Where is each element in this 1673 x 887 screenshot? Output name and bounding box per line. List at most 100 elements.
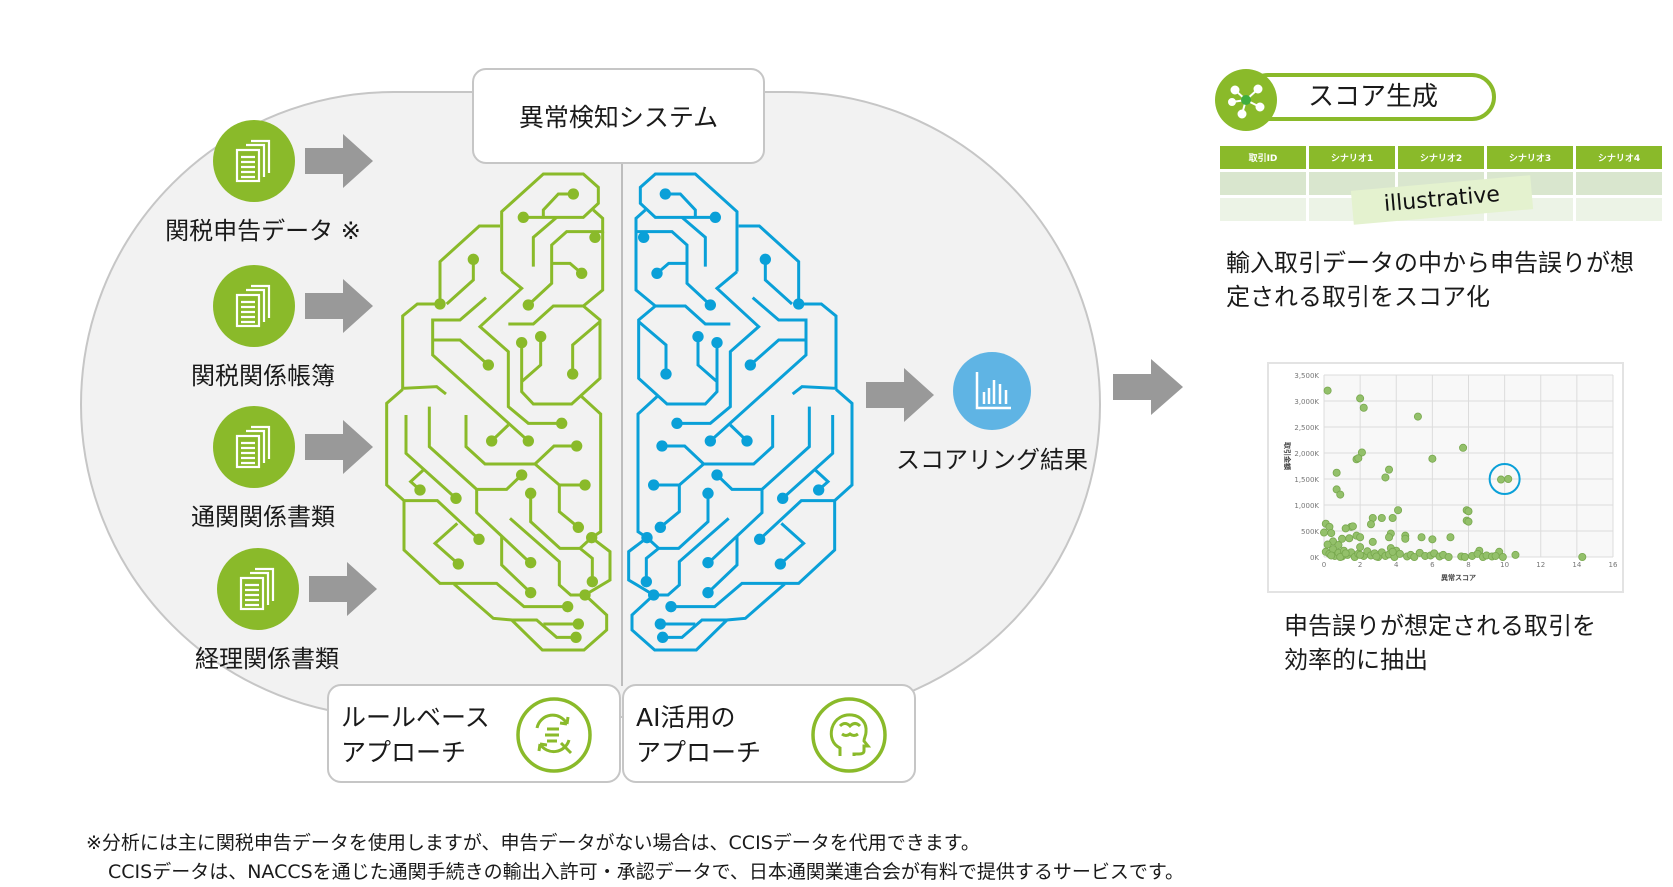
y-tick-label: 0K <box>1310 554 1319 562</box>
arrow-right-icon <box>305 279 373 333</box>
y-tick-label: 2,000K <box>1294 450 1319 458</box>
data-point <box>1460 552 1469 561</box>
data-point <box>1385 533 1394 542</box>
x-tick-label: 2 <box>1358 561 1362 569</box>
document-stack-icon <box>213 406 295 488</box>
rule-based-approach-box: ルールベースアプローチ <box>327 684 621 783</box>
data-point <box>1323 540 1332 549</box>
score-description-line2: 定される取引をスコア化 <box>1226 283 1490 311</box>
document-stack-icon <box>217 548 299 630</box>
y-tick-label: 1,500K <box>1294 476 1319 484</box>
rule-search-cycle-icon <box>516 697 592 773</box>
arrow-right-icon <box>866 368 934 422</box>
source-label: 関税関係帳簿 <box>191 362 335 390</box>
extraction-line2: 効率的に抽出 <box>1284 646 1428 674</box>
data-point <box>1504 475 1513 484</box>
data-point <box>1348 522 1357 531</box>
data-point <box>1336 490 1345 499</box>
x-tick-label: 6 <box>1430 561 1435 569</box>
x-tick-label: 10 <box>1500 561 1509 569</box>
data-point <box>1446 533 1455 542</box>
data-point <box>1410 552 1419 561</box>
system-title: 異常検知システム <box>472 68 765 164</box>
data-point <box>1334 541 1343 550</box>
x-tick-label: 14 <box>1572 561 1581 569</box>
y-tick-label: 3,500K <box>1294 372 1319 380</box>
system-title-text: 異常検知システム <box>518 103 719 132</box>
data-point <box>1368 537 1377 546</box>
scatter-chart: 0 2 4 6 8 10 12 14 16 0K 500K 1,000K 1,500K 2,000K 2,5… <box>1267 362 1624 593</box>
source-label: 通関関係書類 <box>191 503 335 531</box>
arrow-right-icon <box>305 420 373 474</box>
extraction-line1: 申告誤りが想定される取引を <box>1284 612 1596 640</box>
y-tick-label: 1,000K <box>1294 502 1319 510</box>
document-stack-icon <box>213 120 295 202</box>
table-header: シナリオ1 <box>1309 146 1395 169</box>
data-point <box>1385 465 1394 474</box>
arrow-right-icon <box>309 562 377 616</box>
data-point <box>1327 529 1336 538</box>
data-point <box>1388 513 1397 522</box>
arrow-right-icon <box>1113 359 1183 415</box>
divider <box>621 164 623 686</box>
y-axis-label: 取引金額 <box>1283 442 1292 470</box>
footnote-line1: ※分析には主に関税申告データを使用しますが、申告データがない場合は、CCISデー… <box>86 832 980 854</box>
data-point <box>1497 475 1506 484</box>
y-tick-label: 3,000K <box>1294 398 1319 406</box>
data-point <box>1417 533 1426 542</box>
data-point <box>1381 473 1390 482</box>
bar-chart-icon <box>953 352 1031 430</box>
x-axis-label: 異常スコア <box>1441 573 1476 582</box>
data-point <box>1359 403 1368 412</box>
score-description-line1: 輸入取引データの中から申告誤りが想 <box>1226 249 1634 277</box>
data-point <box>1413 412 1422 421</box>
x-tick-label: 16 <box>1609 561 1618 569</box>
data-point <box>1394 506 1403 515</box>
x-tick-label: 12 <box>1536 561 1545 569</box>
table-header: 取引ID <box>1220 146 1306 169</box>
data-point <box>1327 551 1336 560</box>
data-point <box>1357 448 1366 457</box>
network-nodes-icon <box>1215 69 1277 131</box>
table-header: シナリオ2 <box>1398 146 1484 169</box>
rule-approach-line2: アプローチ <box>341 738 467 767</box>
data-point <box>1356 394 1365 403</box>
data-point <box>1366 520 1375 529</box>
data-point <box>1428 454 1437 463</box>
x-tick-label: 4 <box>1394 561 1399 569</box>
circuit-brain-illustration <box>385 172 854 652</box>
source-label: 関税申告データ ※ <box>165 217 361 245</box>
score-generation-title-text: スコア生成 <box>1308 82 1439 112</box>
data-point <box>1491 551 1500 560</box>
rule-approach-line1: ルールベース <box>341 703 490 732</box>
scoring-result-label: スコアリング結果 <box>896 446 1088 474</box>
data-point <box>1372 552 1381 561</box>
score-generation-title: スコア生成 <box>1244 73 1496 121</box>
y-tick-label: 2,500K <box>1294 424 1319 432</box>
data-point <box>1332 468 1341 477</box>
ai-approach-line1: AI活用の <box>636 703 736 732</box>
data-point <box>1444 552 1453 561</box>
ai-brain-half <box>627 172 854 652</box>
data-point <box>1341 549 1350 558</box>
rule-based-brain-half <box>385 172 612 652</box>
data-point <box>1578 552 1587 561</box>
data-point <box>1377 513 1386 522</box>
extraction-description: 申告誤りが想定される取引を 効率的に抽出 <box>1284 609 1596 677</box>
data-point <box>1401 534 1410 543</box>
data-point <box>1356 550 1365 559</box>
data-point <box>1336 552 1345 561</box>
document-stack-icon <box>213 265 295 347</box>
y-tick-label: 500K <box>1301 528 1319 536</box>
score-description: 輸入取引データの中から申告誤りが想 定される取引をスコア化 <box>1226 246 1634 314</box>
data-point <box>1464 517 1473 526</box>
x-tick-label: 0 <box>1322 561 1326 569</box>
x-tick-label: 8 <box>1466 561 1470 569</box>
data-point <box>1511 550 1520 559</box>
footnote-line2: CCISデータは、NACCSを通じた通関手続きの輸出入許可・承認データで、日本通… <box>108 861 1185 883</box>
source-label: 経理関係書類 <box>195 645 339 673</box>
data-point <box>1395 549 1404 558</box>
table-header: シナリオ4 <box>1576 146 1662 169</box>
arrow-right-icon <box>305 134 373 188</box>
ai-approach-line2: アプローチ <box>636 738 762 767</box>
